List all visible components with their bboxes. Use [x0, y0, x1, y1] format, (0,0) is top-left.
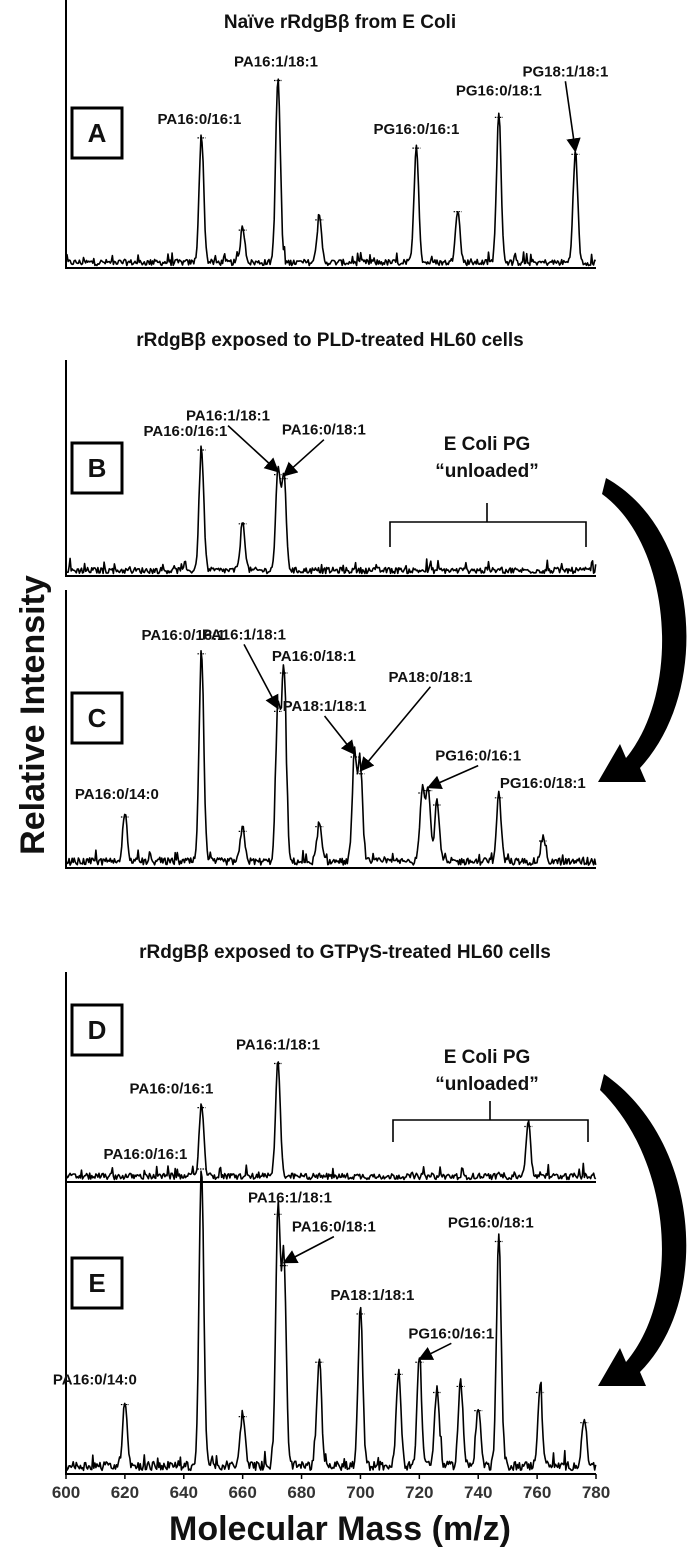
x-tick-label-0: 600: [52, 1483, 80, 1502]
panel-b-unloaded-line1: E Coli PG: [444, 434, 531, 455]
panel-c-axes: [65, 590, 596, 869]
panel-d-spectrum: [65, 1061, 597, 1181]
panel-e-letter-box: E: [70, 1256, 124, 1310]
panel-d-unloaded-line1: E Coli PG: [444, 1047, 531, 1068]
panel-b-peak-arrow-3: [282, 439, 325, 477]
panel-c-peak-label-1: PA16:0/16:1: [141, 627, 225, 644]
panel-e-peak-label-3: PA16:1/18:1: [248, 1189, 332, 1206]
x-axis-label: Molecular Mass (m/z): [169, 1510, 511, 1548]
panel-a-peak-label-2: PA16:1/18:1: [234, 54, 318, 71]
panel-a-peak-label-4: PG16:0/16:1: [373, 121, 459, 138]
panel-e-peak-label-8: PG16:0/16:1: [408, 1325, 494, 1342]
panel-c-peak-arrow-7: [359, 686, 432, 772]
panel-e-peak-label-1: PA16:0/16:1: [103, 1146, 187, 1163]
panel-b-unloaded-line2: “unloaded”: [435, 461, 538, 482]
panel-c-peak-label-0: PA16:0/14:0: [75, 786, 159, 803]
panel-d-peak-label-1: PA16:1/18:1: [236, 1037, 320, 1054]
panel-a-axes: [65, 0, 596, 269]
panel-a-peak-label-7: PG18:1/18:1: [522, 63, 608, 80]
panel-e-peak-label-12: PG16:0/18:1: [448, 1214, 534, 1231]
panel-c-peak-arrow-9: [426, 764, 479, 789]
x-tick-label-1: 620: [111, 1483, 139, 1502]
panel-a-peak-label-6: PG16:0/18:1: [456, 82, 542, 99]
panel-d-unloaded-line2: “unloaded”: [435, 1074, 538, 1095]
panel-a-spectrum: [65, 78, 596, 267]
panel-b-axes: [65, 360, 596, 577]
panel-d-letter-box: D: [70, 1003, 124, 1057]
x-tick-label-9: 780: [582, 1483, 610, 1502]
panel-e-peak-label-4: PA16:0/18:1: [292, 1219, 376, 1236]
x-axis-ticks: 600 620 640 660 680 700 720 740 760 780: [52, 1474, 610, 1502]
panel-c-peak-arrow-3: [243, 644, 279, 710]
panel-a-peak-label-0: PA16:0/16:1: [157, 111, 241, 128]
panel-c-peak-label-7: PA18:0/18:1: [388, 669, 472, 686]
x-tick-label-4: 680: [287, 1483, 315, 1502]
x-tick-label-2: 640: [170, 1483, 198, 1502]
panel-e-spectrum: [65, 1170, 597, 1472]
panel-e-peak-label-0: PA16:0/14:0: [53, 1372, 137, 1389]
x-tick-label-6: 720: [405, 1483, 433, 1502]
panel-b-spectrum: [65, 445, 597, 575]
x-tick-label-8: 760: [523, 1483, 551, 1502]
panel-c-peak-arrow-6: [323, 715, 356, 756]
panel-c-peak-label-9: PG16:0/16:1: [435, 748, 521, 765]
panel-e-peak-arrow-4: [282, 1235, 335, 1264]
panel-e-axes: [65, 1160, 596, 1475]
panel-a-title: Naïve rRdgBβ from E Coli: [224, 12, 456, 33]
panel-a-peak-arrow-7: [564, 81, 581, 153]
panel-d-unloaded-bracket: [392, 1101, 589, 1142]
panel-c-letter: C: [88, 703, 107, 733]
panel-b-peak-arrow-2: [227, 425, 280, 473]
panel-b-peak-label-3: PA16:0/18:1: [282, 422, 366, 439]
panel-a-letter: A: [88, 118, 107, 148]
panel-c-peak-label-4: PA16:0/18:1: [272, 648, 356, 665]
x-tick-label-3: 660: [228, 1483, 256, 1502]
panel-b-letter: B: [88, 453, 107, 483]
spectra-plots: PA16:0/16:1PA16:1/18:1PG16:0/16:1PG16:0/…: [53, 0, 608, 1475]
panel-b-peak-label-0: PA16:0/16:1: [143, 423, 227, 440]
panel-e-letter: E: [88, 1268, 105, 1298]
panel-b-unloaded-bracket: [389, 503, 587, 547]
panel-e-peak-label-6: PA18:1/18:1: [330, 1287, 414, 1304]
panel-c-spectrum: [65, 650, 597, 866]
panel-b-letter-box: B: [70, 441, 124, 495]
x-tick-label-5: 700: [346, 1483, 374, 1502]
panel-d-peak-label-0: PA16:0/16:1: [129, 1081, 213, 1098]
y-axis-label: Relative Intensity: [14, 575, 52, 855]
panel-b-peak-label-2: PA16:1/18:1: [186, 408, 270, 425]
curved-arrow-d-to-e: [598, 1074, 687, 1386]
x-tick-label-7: 740: [464, 1483, 492, 1502]
panel-c-peak-label-6: PA18:1/18:1: [283, 698, 367, 715]
panel-c-letter-box: C: [70, 691, 124, 745]
panel-e-peak-arrow-8: [418, 1342, 452, 1360]
panel-c-peak-label-11: PG16:0/18:1: [500, 775, 586, 792]
curved-arrow-b-to-c: [598, 478, 687, 782]
panel-d-title: rRdgBβ exposed to GTPγS-treated HL60 cel…: [139, 942, 551, 963]
panel-d-letter: D: [88, 1015, 107, 1045]
panel-b-title: rRdgBβ exposed to PLD-treated HL60 cells: [136, 330, 523, 351]
panel-c-peak-label-3: PA16:1/18:1: [202, 626, 286, 643]
panel-a-letter-box: A: [70, 106, 124, 160]
